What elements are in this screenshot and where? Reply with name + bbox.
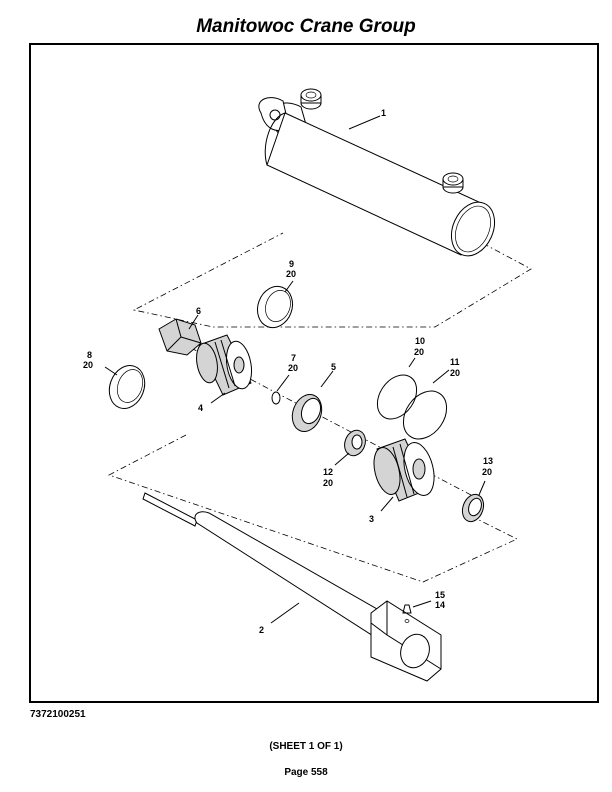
callout-5: 5: [331, 362, 336, 372]
callout-6: 6: [196, 306, 201, 316]
page-number: Page 558: [284, 767, 328, 778]
callout-9-qty: 20: [286, 269, 296, 279]
part-10-o-ring: [376, 374, 418, 420]
callout-labels: 1 9 20 6 8 20 7 20 5 10 20 11 20 4 12 20…: [83, 108, 493, 635]
part-3-gland: [373, 438, 435, 502]
assembly-centerline: [190, 347, 472, 496]
callout-8-qty: 20: [83, 360, 93, 370]
part-13-wiper: [461, 493, 485, 523]
callout-8: 8: [87, 350, 92, 360]
callout-14: 14: [435, 600, 445, 610]
diagram-frame: 1 9 20 6 8 20 7 20 5 10 20 11 20 4 12 20…: [29, 43, 599, 703]
callout-7: 7: [291, 353, 296, 363]
callout-12-qty: 20: [323, 478, 333, 488]
callout-13: 13: [483, 456, 493, 466]
callout-13-qty: 20: [482, 467, 492, 477]
part-11-backup-ring: [402, 390, 448, 440]
upper-assembly-plane: [132, 232, 532, 328]
part-9-wear-ring: [256, 285, 294, 329]
callout-1: 1: [381, 108, 386, 118]
callout-11-qty: 20: [450, 368, 460, 378]
part-5-spacer: [291, 394, 323, 432]
page-title: Manitowoc Crane Group: [196, 16, 416, 37]
callout-10: 10: [415, 336, 425, 346]
callout-15: 15: [435, 590, 445, 600]
exploded-cylinder-diagram: 1 9 20 6 8 20 7 20 5 10 20 11 20 4 12 20…: [83, 88, 532, 682]
part-12-seal: [344, 429, 366, 457]
callout-7-qty: 20: [288, 363, 298, 373]
callout-3: 3: [369, 514, 374, 524]
part-8-wear-ring: [108, 365, 146, 409]
callout-11: 11: [450, 357, 460, 367]
callout-12: 12: [323, 467, 333, 477]
drawing-number: 7372100251: [30, 709, 86, 720]
callout-9: 9: [289, 259, 294, 269]
part-1-cylinder-barrel: [258, 88, 496, 257]
part-2-rod: [142, 492, 442, 682]
callout-2: 2: [259, 625, 264, 635]
lower-assembly-plane: [107, 434, 518, 583]
callout-10-qty: 20: [414, 347, 424, 357]
part-4-piston: [196, 334, 253, 396]
leader-lines: [104, 115, 486, 624]
part-6-nut: [158, 318, 202, 356]
part-7-o-ring: [271, 391, 281, 405]
sheet-indicator: (SHEET 1 OF 1): [269, 741, 343, 752]
callout-4: 4: [198, 403, 203, 413]
